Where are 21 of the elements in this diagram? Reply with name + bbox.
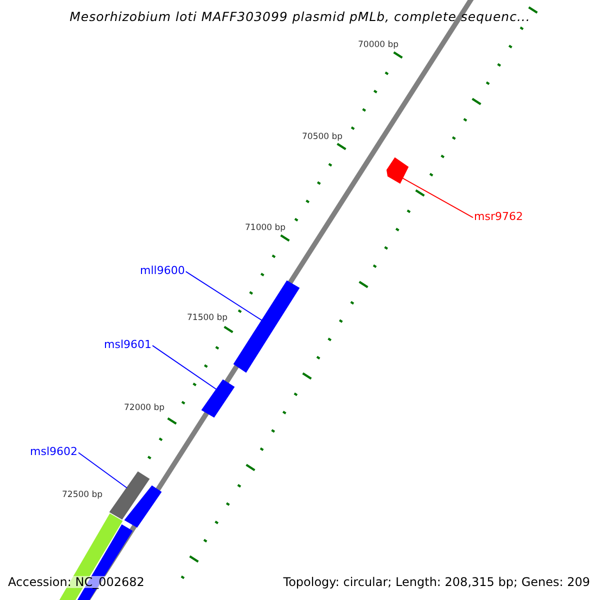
gene-bar <box>109 471 150 520</box>
gene-bar <box>201 379 235 418</box>
tick-label: 72000 bp <box>124 404 165 412</box>
tick-label: 72500 bp <box>62 491 103 500</box>
leader-line <box>402 178 474 218</box>
gene-label: mll9600 <box>140 265 185 276</box>
leader-line <box>78 452 128 488</box>
gene-label: msl9601 <box>104 339 152 350</box>
leader-line <box>185 271 262 321</box>
leader-line <box>152 345 217 390</box>
gene-label: msl9602 <box>30 446 78 457</box>
gene-label: msr9762 <box>474 211 523 222</box>
tick-label: 70500 bp <box>302 133 343 142</box>
footer-text: Topology: circular; Length: 208,315 bp; Genes: 209 <box>283 576 590 588</box>
title: Mesorhizobium loti MAFF303099 plasmid pMLb, complete sequenc... <box>68 11 532 24</box>
gene-bar <box>386 157 409 184</box>
gene-bar <box>233 280 300 373</box>
tick-label: 71000 bp <box>245 224 286 232</box>
footer-text: Accession: NC_002682 <box>8 576 144 588</box>
tick-label: 70000 bp <box>358 41 399 50</box>
gene-bar <box>124 485 162 528</box>
